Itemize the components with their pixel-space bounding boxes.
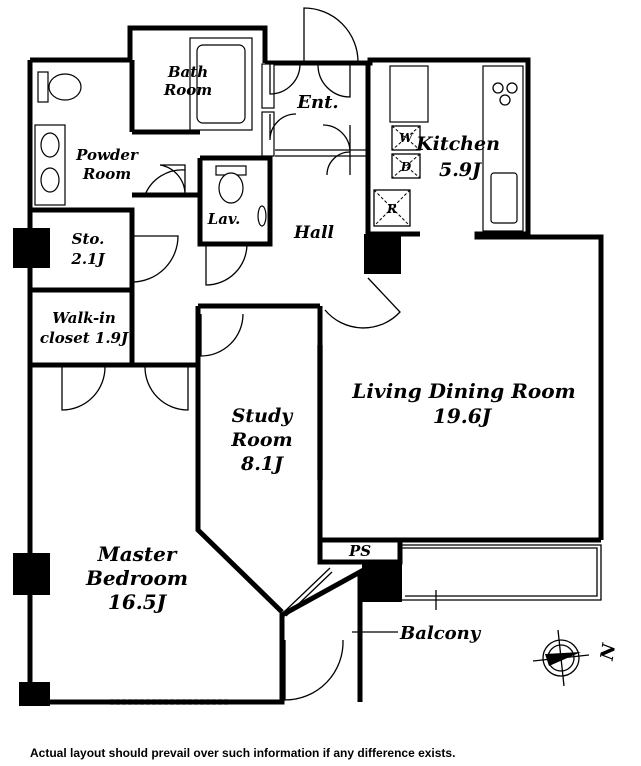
label-ps: PS	[348, 542, 371, 560]
label-r: R	[386, 202, 397, 216]
appliances	[373, 125, 421, 227]
label-bath-2: Room	[163, 81, 212, 99]
label-storage-2: 2.1J	[70, 250, 105, 268]
kitchen-counter	[389, 65, 524, 232]
shoe-cabinet	[261, 63, 368, 157]
label-lavatory: Lav.	[207, 210, 241, 228]
bathtub	[189, 37, 253, 131]
windows	[110, 345, 590, 705]
vanity	[34, 124, 66, 206]
room-labels: Bath Room Ent. Kitchen 5.9J Powder Room …	[40, 63, 576, 644]
label-storage-1: Sto.	[72, 230, 105, 248]
label-master-1: Master	[97, 542, 178, 566]
compass-north-label: N	[597, 640, 621, 662]
disclaimer-text: Actual layout should prevail over such i…	[30, 746, 455, 760]
label-study-2: Room	[230, 429, 292, 451]
lav-sink	[257, 205, 267, 227]
structural-columns	[13, 228, 402, 706]
label-hall: Hall	[293, 223, 335, 243]
label-kitchen-2: 5.9J	[439, 159, 483, 181]
toilet-lav	[215, 165, 247, 204]
label-kitchen-1: Kitchen	[415, 133, 500, 155]
label-powder-2: Room	[82, 165, 131, 183]
label-balcony: Balcony	[399, 623, 482, 644]
label-master-3: 16.5J	[108, 590, 168, 614]
label-living-1: Living Dining Room	[351, 379, 575, 403]
label-w: W	[399, 131, 414, 145]
label-study-1: Study	[232, 405, 295, 427]
label-d: D	[400, 160, 412, 174]
label-study-3: 8.1J	[240, 453, 285, 475]
label-living-2: 19.6J	[433, 404, 493, 428]
label-walkin-1: Walk-in	[52, 309, 116, 327]
label-bath-1: Bath	[167, 63, 208, 81]
label-walkin-2: closet 1.9J	[40, 329, 129, 347]
balcony-outline	[402, 544, 602, 610]
toilet-powder	[37, 71, 82, 103]
label-powder-1: Powder	[75, 146, 139, 164]
compass-icon: N	[532, 629, 621, 687]
doors	[61, 7, 401, 701]
label-master-2: Bedroom	[85, 566, 188, 590]
label-entrance: Ent.	[296, 92, 338, 113]
